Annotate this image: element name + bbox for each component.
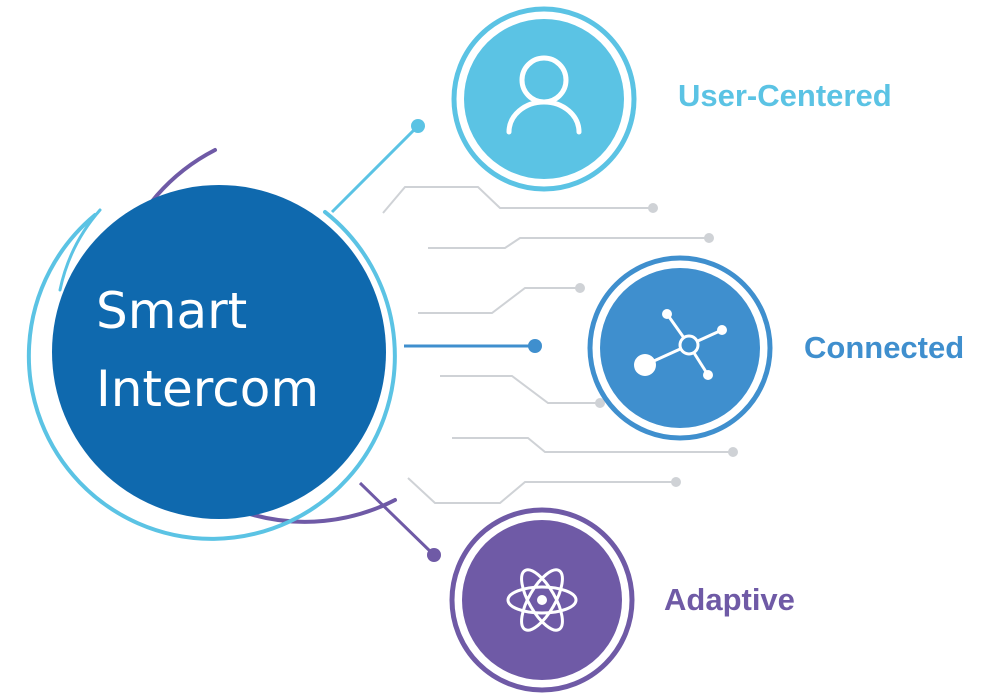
connector-dot [427,548,441,562]
atom-icon [506,568,578,632]
circuit-node [595,398,605,408]
connector-user [330,119,425,214]
circuit-node [728,447,738,457]
connector-adaptive [358,481,441,562]
circuit-node [648,203,658,213]
hub-ring-light [26,210,397,541]
hub-title-line2: Intercom [96,360,320,418]
hub-ring-light-inner [58,208,102,292]
feature-connected [587,255,773,441]
hub-title-line1: Smart [96,282,248,340]
feature-adaptive [449,507,635,693]
circuit-line [418,287,580,314]
circuit-line [440,375,600,404]
label-adaptive: Adaptive [664,582,795,617]
circuit-node [704,233,714,243]
circuit-line [382,186,653,214]
circuit-line [428,237,709,249]
connector-dot [528,339,542,353]
hub-circle [52,185,386,519]
network-icon [634,309,727,380]
circuit-line [452,437,733,453]
feature-user-centered [451,6,637,192]
circuit-node [671,477,681,487]
label-user-centered: User-Centered [678,78,892,113]
label-connected: Connected [804,330,965,365]
user-icon [506,55,582,135]
circuit-line [407,477,676,504]
circuit-lines [382,186,738,504]
connector-dot [411,119,425,133]
connector-connected [404,339,542,353]
circuit-node [575,283,585,293]
